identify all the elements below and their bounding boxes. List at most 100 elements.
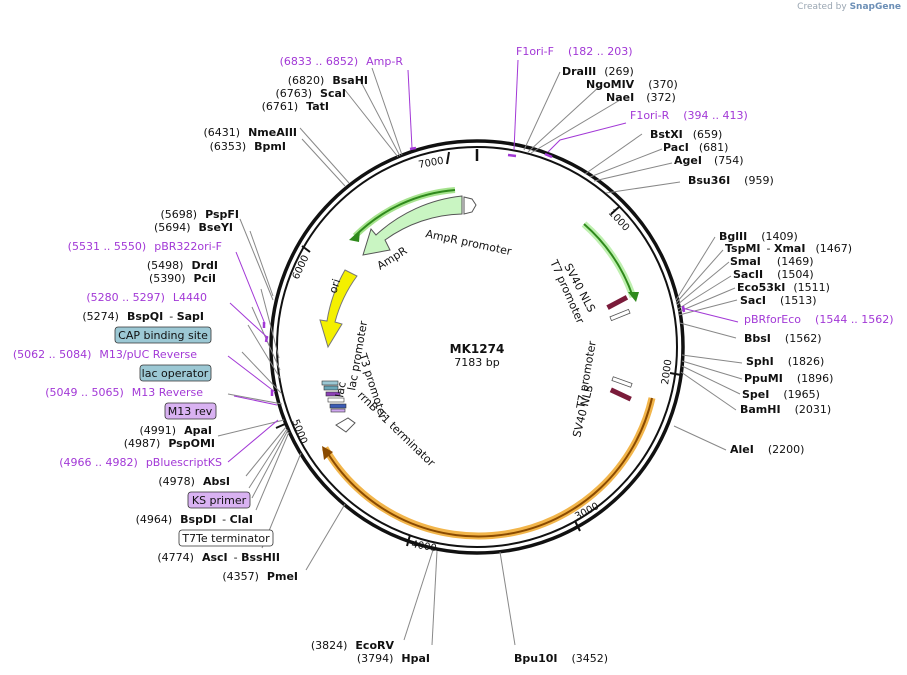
t7-promoter-box-1 — [609, 308, 631, 322]
enzyme-eco53ki: Eco53kI(1511) — [737, 281, 830, 294]
enzyme-bamhi: BamHI(2031) — [740, 403, 831, 416]
enzyme-bpu10i: Bpu10I(3452) — [514, 652, 608, 665]
tick-label-2000: 2000 — [660, 359, 674, 386]
enzyme-tati: (6761)TatI — [262, 100, 329, 113]
ks-primer-box — [330, 408, 346, 413]
enzyme-labels-right: DraIII(269) NgoMIV(370) NaeI(372) BstXI(… — [514, 65, 852, 665]
enzyme-bglii: BglII(1409) — [719, 230, 798, 243]
enzyme-naei: NaeI(372) — [606, 91, 676, 104]
primer-l4440: (5280 .. 5297)L4440 — [86, 291, 207, 304]
primer-m13-puc-reverse: (5062 .. 5084)M13/pUC Reverse — [13, 348, 197, 361]
sv40-nls-box-2 — [609, 387, 632, 402]
enzyme-pcii: (5390)PciI — [149, 272, 216, 285]
tick-5000 — [275, 423, 286, 429]
enzyme-sphi: SphI(1826) — [746, 355, 824, 368]
enzyme-bstxi: BstXI(659) — [650, 128, 722, 141]
enzyme-nmeaiii: (6431)NmeAIII — [204, 126, 298, 139]
backbone-outer — [269, 139, 685, 555]
plasmid-name: MK1274 — [450, 342, 505, 356]
enzyme-bbsi: BbsI(1562) — [744, 332, 821, 345]
enzyme-smai: SmaI(1469) — [730, 255, 813, 268]
leader-lines — [217, 67, 743, 646]
enzyme-bsu36i: Bsu36I(959) — [688, 174, 774, 187]
ks-primer-label: KS primer — [192, 494, 247, 507]
enzyme-alei: AleI(2200) — [730, 443, 804, 456]
rrnb-terminator-shape — [335, 417, 356, 433]
primer-f1ori-f: F1ori-F(182 .. 203) — [516, 45, 633, 58]
lac-small-label: lac — [333, 381, 349, 399]
primer-pbr322ori-f: (5531 .. 5550)pBR322ori-F — [68, 240, 222, 253]
enzyme-absi: (4978)AbsI — [158, 475, 230, 488]
enzyme-pspomi: (4987)PspOMI — [124, 437, 215, 450]
orange-cds-arc-inner — [326, 397, 653, 538]
cap-binding-site-label: CAP binding site — [118, 329, 208, 342]
ori-label: ori — [326, 277, 343, 295]
ks-primer-label-box — [187, 491, 251, 509]
lac-operator-label: lac operator — [142, 367, 209, 380]
lac-operator-label-box — [139, 364, 212, 382]
cap-site-box — [323, 385, 339, 391]
primer-leaders — [227, 59, 739, 463]
sv40-nls-label-2: SV40 NLS — [570, 384, 596, 439]
m13-rev-box — [325, 391, 341, 397]
enzyme-bseyi: (5694)BseYI — [154, 221, 233, 234]
tick-2000 — [669, 372, 682, 376]
t7-sv40-arc-head — [628, 292, 639, 302]
enzyme-paci: PacI(681) — [663, 141, 728, 154]
orange-cds-head — [322, 446, 333, 460]
t7-sv40-arc-inner — [583, 223, 634, 298]
t3-promoter-box — [329, 403, 347, 409]
enzyme-bsahi: (6820)BsaHI — [288, 74, 368, 87]
enzyme-agei: AgeI(754) — [674, 154, 744, 167]
ampr-promoter-label: AmpR promoter — [424, 227, 513, 258]
enzyme-ppumi: PpuMI(1896) — [744, 372, 833, 385]
ampr-promoter-arrowhead — [349, 230, 360, 242]
enzyme-bpmi: (6353)BpmI — [210, 140, 286, 153]
m13-rev-label: M13 rev — [168, 405, 213, 418]
t7te-terminator-label-box — [178, 529, 274, 547]
primer-pbluescriptks: (4966 .. 4982)pBluescriptKS — [59, 456, 222, 469]
enzyme-bspqi-sapi: (5274)BspQI- SapI — [82, 310, 204, 323]
cap-binding-site-box — [114, 326, 212, 344]
t7te-terminator-label: T7Te terminator — [181, 532, 270, 545]
rrnb-terminator-label: rrnB T1 terminator — [355, 389, 438, 470]
enzyme-bspdi-clai: (4964)BspDI- ClaI — [136, 513, 253, 526]
tick-6000 — [301, 245, 311, 253]
tick-7000 — [446, 151, 450, 165]
plasmid-size: 7183 bp — [454, 356, 499, 369]
ori-feature — [319, 269, 358, 349]
enzyme-sacii: SacII(1504) — [733, 268, 814, 281]
enzyme-asci-bsshii: (4774)AscI- BssHII — [157, 551, 280, 564]
primer-marks — [262, 146, 686, 396]
enzyme-hpai: (3794)HpaI — [357, 652, 430, 665]
primer-amp-r: (6833 .. 6852)Amp-R — [280, 55, 404, 68]
tick-label-4000: 4000 — [410, 539, 437, 554]
boxed-labels: CAP binding site lac operator M13 rev KS… — [114, 326, 274, 547]
enzyme-tspmi-xmai: TspMI- XmaI(1467) — [725, 242, 852, 255]
tick-1000 — [610, 206, 620, 215]
primer-labels: F1ori-F(182 .. 203) F1ori-R(394 .. 413) … — [13, 45, 894, 469]
lac-operator-box — [321, 380, 339, 386]
enzyme-apai: (4991)ApaI — [140, 424, 212, 437]
snapgene-watermark: Created by SnapGene — [797, 2, 901, 12]
enzyme-pmei: (4357)PmeI — [222, 570, 298, 583]
enzyme-ngomiv: NgoMIV(370) — [586, 78, 678, 91]
enzyme-scai: (6763)ScaI — [275, 87, 346, 100]
enzyme-ecorv: (3824)EcoRV — [311, 639, 395, 652]
t7-promoter-box-2 — [611, 376, 633, 388]
tick-3000 — [574, 520, 581, 532]
m13-rev-label-box — [164, 402, 217, 420]
sv40-nls-box-1 — [606, 295, 629, 310]
enzyme-pspfi: (5698)PspFI — [161, 208, 239, 221]
ampr-promoter-arrow-inner — [354, 189, 456, 237]
lac-promoter-box — [327, 397, 345, 403]
primer-pbrforeco: pBRforEco(1544 .. 1562) — [744, 313, 894, 326]
ampr-start-marker — [463, 196, 477, 215]
backbone-inner — [276, 146, 678, 548]
orange-cds-arc — [321, 397, 656, 540]
tick-4000 — [406, 534, 411, 547]
t7-sv40-arc — [581, 221, 637, 299]
primer-f1ori-r: F1ori-R(394 .. 413) — [630, 109, 748, 122]
enzyme-draiii: DraIII(269) — [562, 65, 634, 78]
